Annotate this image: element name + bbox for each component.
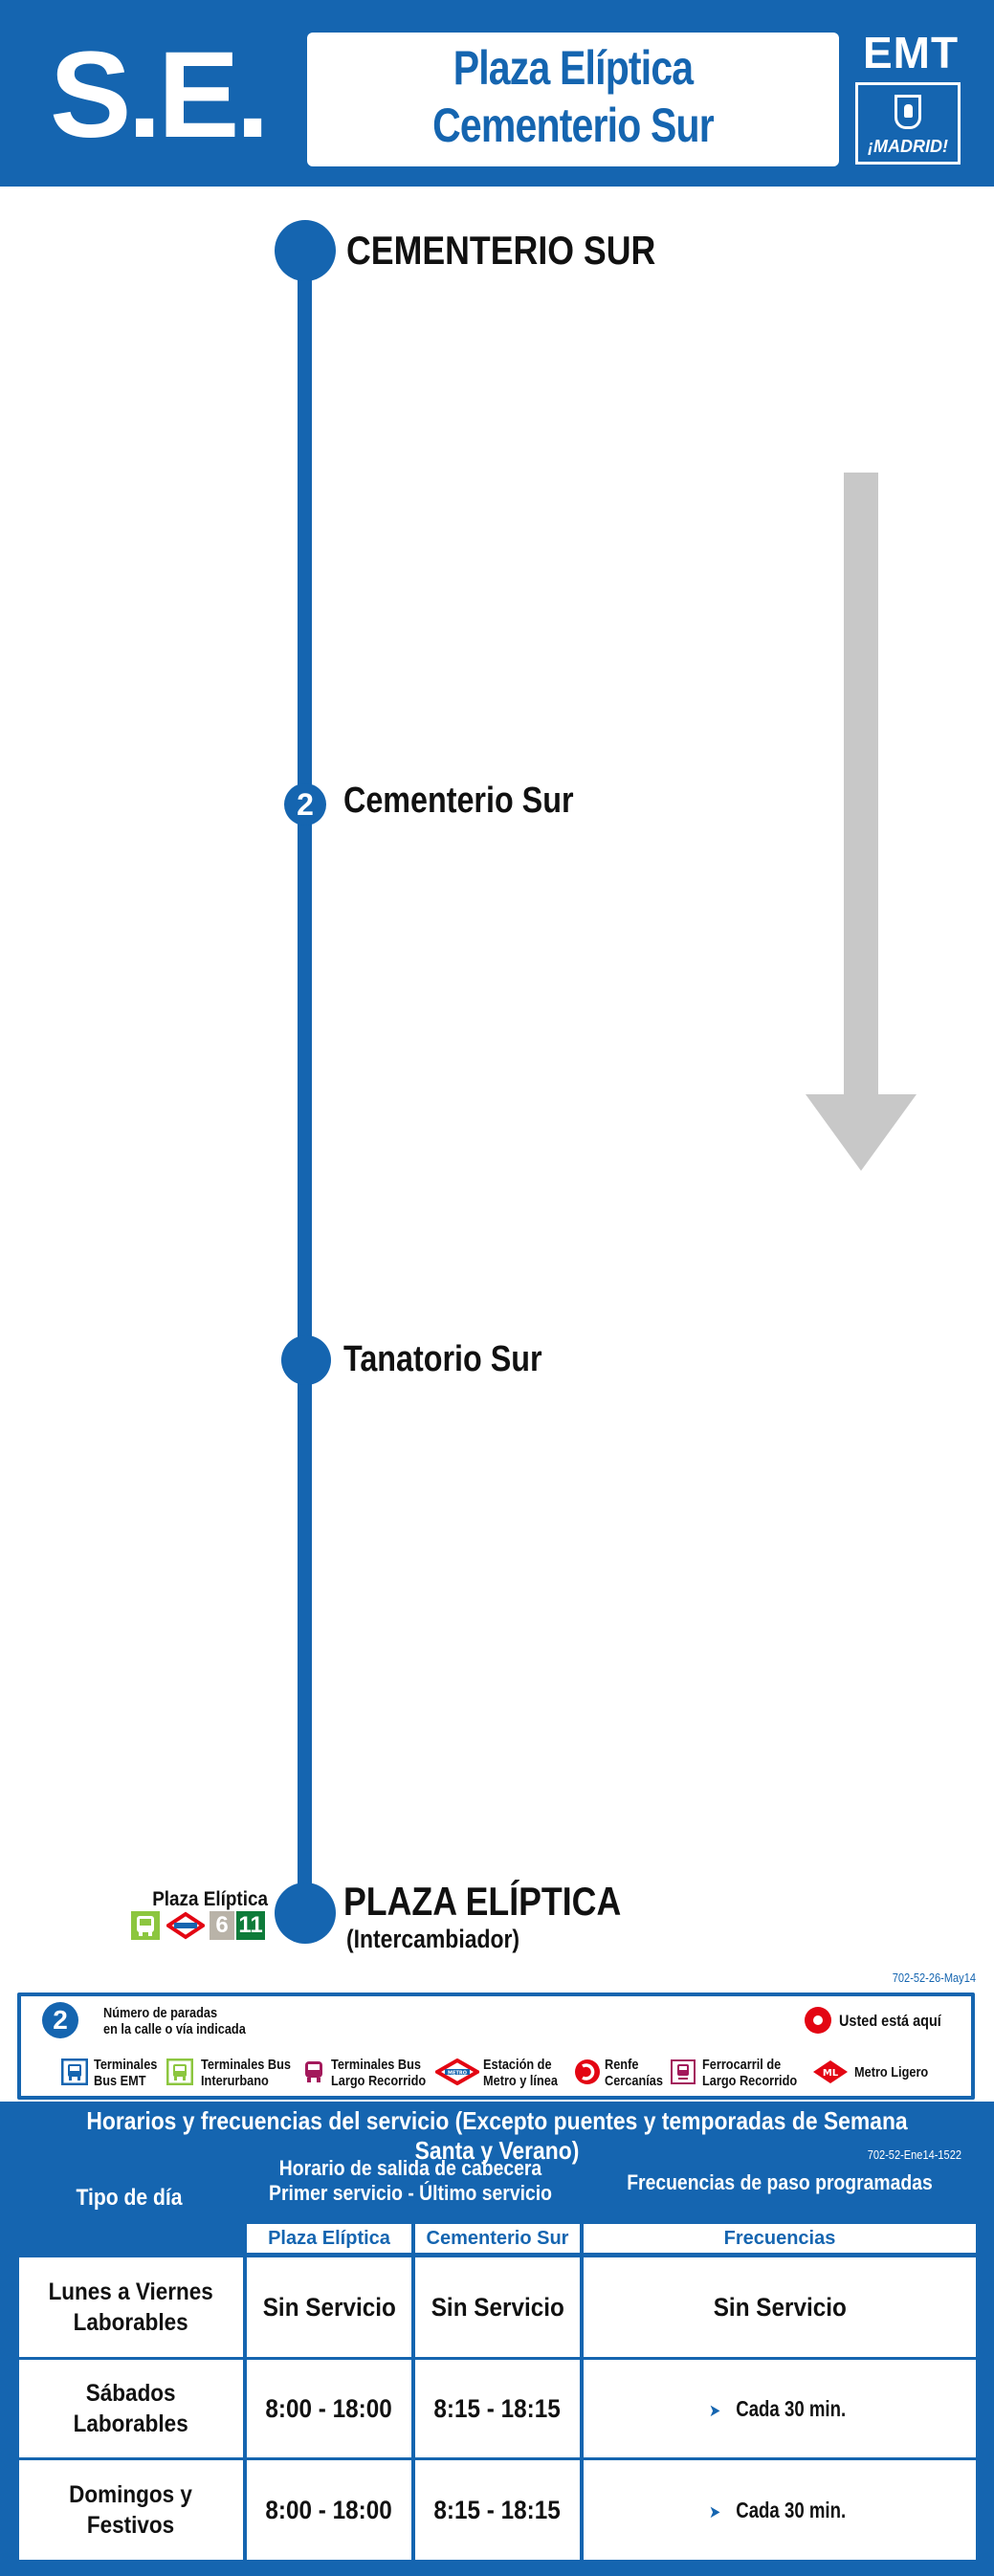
table-cell-destination-time: Sin Servicio xyxy=(415,2257,580,2357)
light-rail-symbol-text: ML xyxy=(823,2068,839,2079)
line-code: S.E. xyxy=(50,27,270,164)
stop-name: PLAZA ELÍPTICA xyxy=(343,1879,622,1924)
stop-marker xyxy=(281,1335,331,1385)
city-shield-icon xyxy=(895,95,921,129)
operator-logo: EMT xyxy=(862,28,960,77)
subheader-destination: Cementerio Sur xyxy=(415,2224,580,2253)
timetable-document-code: 702-52-Ene14-1522 xyxy=(867,2147,961,2162)
document-code: 702-52-26-May14 xyxy=(892,1971,976,1985)
stop-count-badge: 2 xyxy=(284,783,326,826)
frequency-arrow-icon: ➤ xyxy=(708,2400,720,2420)
interurban-terminal-icon xyxy=(166,2059,193,2085)
metro-symbol-text: METRO xyxy=(448,2071,467,2077)
metro-line-11-badge: 11 xyxy=(236,1911,265,1940)
you-are-here-icon xyxy=(805,2007,831,2034)
madrid-logo: ¡MADRID! xyxy=(855,82,961,165)
table-cell-origin-time: 8:00 - 18:00 xyxy=(247,2460,411,2560)
renfe-cercanias-icon xyxy=(575,2059,600,2084)
destination-terminus: Cementerio Sur xyxy=(432,99,715,152)
stop-name: Tanatorio Sur xyxy=(343,1339,542,1379)
stop-marker-origin xyxy=(275,1882,336,1944)
stop-name: Cementerio Sur xyxy=(343,781,574,821)
metro-icon xyxy=(166,1911,205,1940)
metro-station-icon: METRO xyxy=(435,2059,479,2085)
subheader-origin: Plaza Elíptica xyxy=(247,2224,411,2253)
long-distance-bus-icon xyxy=(305,2061,322,2082)
timetable-title: Horarios y frecuencias del servicio (Exc… xyxy=(86,2106,908,2165)
emt-bus-terminal-icon xyxy=(61,2059,88,2085)
table-cell-frequency: ➤Cada 30 min. xyxy=(584,2460,976,2560)
legend-box xyxy=(17,1993,975,2100)
you-are-here-label: Usted está aquí xyxy=(839,2012,941,2030)
table-cell-frequency: Sin Servicio xyxy=(584,2257,976,2357)
column-header-schedule: Horario de salida de cabecera Primer ser… xyxy=(269,2156,552,2205)
table-cell-destination-time: 8:15 - 18:15 xyxy=(415,2360,580,2457)
legend-light-rail-label: Metro Ligero xyxy=(854,2064,929,2081)
destination-origin: Plaza Elíptica xyxy=(453,41,694,95)
stop-count-legend-badge: 2 xyxy=(42,2002,78,2038)
transfer-stop-name: Plaza Elíptica xyxy=(152,1888,268,1910)
route-line xyxy=(298,251,312,1915)
column-header-day-type: Tipo de día xyxy=(76,2185,183,2211)
destination-box: Plaza Elíptica Cementerio Sur xyxy=(307,33,839,166)
column-header-frequency: Frecuencias de paso programadas xyxy=(627,2170,933,2194)
madrid-logo-text: ¡MADRID! xyxy=(868,137,948,156)
table-cell-origin-time: 8:00 - 18:00 xyxy=(247,2360,411,2457)
stop-name: CEMENTERIO SUR xyxy=(346,228,656,273)
table-cell-origin-time: Sin Servicio xyxy=(247,2257,411,2357)
frequency-arrow-icon: ➤ xyxy=(708,2501,720,2521)
stop-marker-terminus xyxy=(275,220,336,281)
subheader-frequency: Frecuencias xyxy=(584,2224,976,2253)
stop-subname: (Intercambiador) xyxy=(346,1925,520,1953)
interurban-bus-icon xyxy=(131,1911,160,1940)
light-rail-icon: ML xyxy=(813,2060,848,2083)
legend-stops-label: Número de paradas en la calle o vía indi… xyxy=(103,2005,246,2037)
long-distance-rail-icon xyxy=(671,2059,696,2084)
direction-arrow-icon xyxy=(806,473,917,1171)
table-cell-frequency: ➤Cada 30 min. xyxy=(584,2360,976,2457)
metro-line-6-badge: 6 xyxy=(210,1911,234,1940)
table-cell-destination-time: 8:15 - 18:15 xyxy=(415,2460,580,2560)
